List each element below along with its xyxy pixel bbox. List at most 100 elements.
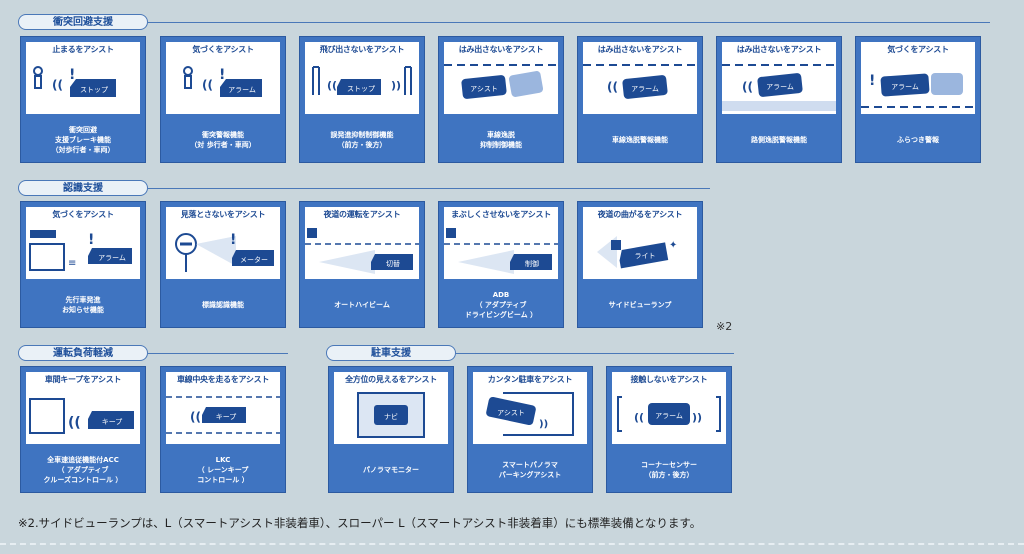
roadside-alarm-illustration: (( アラーム bbox=[722, 64, 836, 111]
svg-text:!: ! bbox=[869, 73, 875, 89]
wall-stop-illustration: (( )) ストップ bbox=[312, 66, 412, 95]
card-title: 止まるをアシスト bbox=[52, 45, 114, 54]
assist-tag: アシスト bbox=[497, 409, 525, 417]
card-desc: ふらつき警報 bbox=[897, 135, 939, 144]
card-roadside-departure-warning[interactable]: はみ出さないをアシスト (( アラーム 路側逸脱警報機能 bbox=[716, 36, 842, 163]
section-parking: 駐車支援 bbox=[326, 345, 456, 361]
card-title: カンタン駐車をアシスト bbox=[487, 375, 573, 384]
svg-text:≡: ≡ bbox=[68, 258, 76, 269]
card-stop-assist[interactable]: 止まるをアシスト (( ! ストップ 衝突回避支援ブレーキ機能（対歩行者・車両） bbox=[20, 36, 146, 163]
card-title: 車線中央を走るをアシスト bbox=[176, 375, 270, 384]
keep-tag: キープ bbox=[102, 418, 123, 426]
card-desc: パノラマモニター bbox=[363, 465, 419, 474]
card-desc: ADB（ アダプティブドライビングビーム ） bbox=[464, 290, 538, 319]
stop-tag: ストップ bbox=[80, 86, 108, 94]
lane-departure-illustration: アシスト bbox=[444, 64, 558, 99]
card-title: はみ出さないをアシスト bbox=[597, 45, 683, 54]
card-smart-parking-assist[interactable]: カンタン駐車をアシスト アシスト )) スマートパノラマパーキングアシスト bbox=[467, 366, 593, 493]
card-title: はみ出さないをアシスト bbox=[458, 45, 544, 54]
card-title: 気づくをアシスト bbox=[887, 45, 949, 54]
alarm-tag: アラーム bbox=[891, 83, 919, 91]
card-lane-keep-assist[interactable]: はみ出さないをアシスト アシスト 車線逸脱抑制制御機能 bbox=[438, 36, 564, 163]
card-lead-car-departure[interactable]: 気づくをアシスト ≡ ! アラーム 先行車発進お知らせ機能 bbox=[20, 201, 146, 328]
card-desc: 路側逸脱警報機能 bbox=[751, 135, 807, 144]
meter-tag: メーター bbox=[240, 255, 268, 264]
card-desc: 車線逸脱警報機能 bbox=[612, 135, 668, 144]
section-divider bbox=[148, 188, 710, 189]
switch-tag: 切替 bbox=[386, 259, 400, 268]
card-title: 夜道の運転をアシスト bbox=[323, 210, 401, 219]
card-desc: 誤発進抑制制御機能（前方・後方） bbox=[330, 130, 394, 149]
card-corner-sensor[interactable]: 接触しないをアシスト (( )) アラーム コーナーセンサー（前方・後方） bbox=[606, 366, 732, 493]
lead-car-illustration: ≡ ! アラーム bbox=[29, 230, 132, 271]
svg-text:)): )) bbox=[692, 411, 702, 424]
card-title: 車間キープをアシスト bbox=[44, 375, 122, 384]
card-title: 気づくをアシスト bbox=[192, 45, 254, 54]
alarm-tag: アラーム bbox=[655, 412, 683, 420]
lane-alarm-illustration: (( アラーム bbox=[583, 64, 697, 99]
alarm-tag: アラーム bbox=[228, 86, 256, 94]
card-lane-keep-control[interactable]: 車線中央を走るをアシスト (( キープ LKC（ レーンキープコントロール ） bbox=[160, 366, 286, 493]
card-desc: オートハイビーム bbox=[334, 300, 390, 309]
svg-text:)): )) bbox=[539, 419, 548, 430]
card-desc: コーナーセンサー（前方・後方） bbox=[641, 460, 697, 479]
high-beam-illustration: 切替 bbox=[305, 228, 419, 274]
card-panoramic-monitor[interactable]: 全方位の見えるをアシスト ナビ パノラマモニター bbox=[328, 366, 454, 493]
section-divider bbox=[148, 22, 990, 23]
dashed-divider bbox=[0, 543, 1024, 545]
parking-assist-illustration: アシスト )) bbox=[486, 392, 574, 436]
assist-tag: アシスト bbox=[470, 85, 498, 93]
svg-text:((: (( bbox=[327, 79, 337, 92]
alarm-tag: アラーム bbox=[98, 254, 126, 262]
note-mark: ※2 bbox=[716, 320, 733, 333]
light-tag: ライト bbox=[635, 252, 656, 260]
svg-text:!: ! bbox=[88, 232, 94, 248]
card-notice-assist[interactable]: 気づくをアシスト (( ! アラーム 衝突警報機能（対 歩行者・車両） bbox=[160, 36, 286, 163]
card-desc: 衝突回避支援ブレーキ機能（対歩行者・車両） bbox=[51, 125, 115, 154]
svg-text:((: (( bbox=[607, 80, 618, 94]
card-title: 全方位の見えるをアシスト bbox=[345, 375, 437, 384]
card-desc: 全車速追従機能付ACC（ アダプティブクルーズコントロール ） bbox=[43, 455, 123, 484]
control-tag: 制御 bbox=[525, 259, 539, 268]
card-sign-recognition[interactable]: 見落とさないをアシスト ! メーター 標識認識機能 bbox=[160, 201, 286, 328]
card-auto-high-beam[interactable]: 夜道の運転をアシスト 切替 オートハイビーム bbox=[299, 201, 425, 328]
card-weaving-warning[interactable]: 気づくをアシスト ! アラーム ふらつき警報 bbox=[855, 36, 981, 163]
card-adaptive-cruise-control[interactable]: 車間キープをアシスト (( キープ 全車速追従機能付ACC（ アダプティブクルー… bbox=[20, 366, 146, 493]
alarm-tag: アラーム bbox=[766, 83, 794, 91]
alarm-tag: アラーム bbox=[631, 85, 659, 93]
side-lamp-illustration: ライト ✦ bbox=[597, 236, 677, 269]
section-driving-load-reduction: 運転負荷軽減 bbox=[18, 345, 148, 361]
svg-text:((: (( bbox=[634, 411, 644, 424]
svg-text:((: (( bbox=[742, 80, 753, 94]
navi-tag: ナビ bbox=[384, 412, 398, 421]
lkc-illustration: (( キープ bbox=[166, 396, 280, 434]
card-side-view-lamp[interactable]: 夜道の曲がるをアシスト ライト ✦ サイドビューランプ bbox=[577, 201, 703, 328]
card-desc: 標識認識機能 bbox=[202, 300, 244, 309]
acc-illustration: (( キープ bbox=[29, 398, 134, 434]
adb-illustration: 制御 bbox=[444, 228, 558, 274]
card-desc: 衝突警報機能（対 歩行者・車両） bbox=[190, 130, 256, 149]
svg-text:((: (( bbox=[190, 410, 201, 424]
pedestrian-stop-illustration: (( ! ストップ bbox=[33, 66, 116, 97]
svg-text:!: ! bbox=[69, 67, 75, 83]
card-adaptive-driving-beam[interactable]: まぶしくさせないをアシスト 制御 ADB（ アダプティブドライビングビーム ） bbox=[438, 201, 564, 328]
footnote: ※2.サイドビューランプは、L（スマートアシスト非装着車）、スローパー L（スマ… bbox=[18, 516, 702, 530]
card-desc: サイドビューランプ bbox=[608, 300, 672, 309]
keep-tag: キープ bbox=[216, 413, 237, 421]
corner-sensor-illustration: (( )) アラーム bbox=[617, 396, 721, 432]
svg-text:✦: ✦ bbox=[669, 240, 677, 251]
card-title: 接触しないをアシスト bbox=[630, 375, 708, 384]
section-divider bbox=[456, 353, 734, 354]
weaving-alarm-illustration: ! アラーム bbox=[861, 73, 975, 108]
section-divider bbox=[148, 353, 288, 354]
card-title: まぶしくさせないをアシスト bbox=[451, 210, 551, 219]
card-desc: スマートパノラマパーキングアシスト bbox=[498, 460, 562, 479]
card-desc: 車線逸脱抑制制御機能 bbox=[480, 130, 522, 149]
svg-text:((: (( bbox=[68, 415, 81, 431]
section-collision-avoidance: 衝突回避支援 bbox=[18, 14, 148, 30]
card-lane-departure-warning[interactable]: はみ出さないをアシスト (( アラーム 車線逸脱警報機能 bbox=[577, 36, 703, 163]
svg-text:!: ! bbox=[219, 67, 225, 83]
card-no-jump-out-assist[interactable]: 飛び出さないをアシスト (( )) ストップ 誤発進抑制制御機能（前方・後方） bbox=[299, 36, 425, 163]
card-desc: 先行車発進お知らせ機能 bbox=[62, 295, 104, 314]
svg-text:!: ! bbox=[230, 232, 236, 248]
